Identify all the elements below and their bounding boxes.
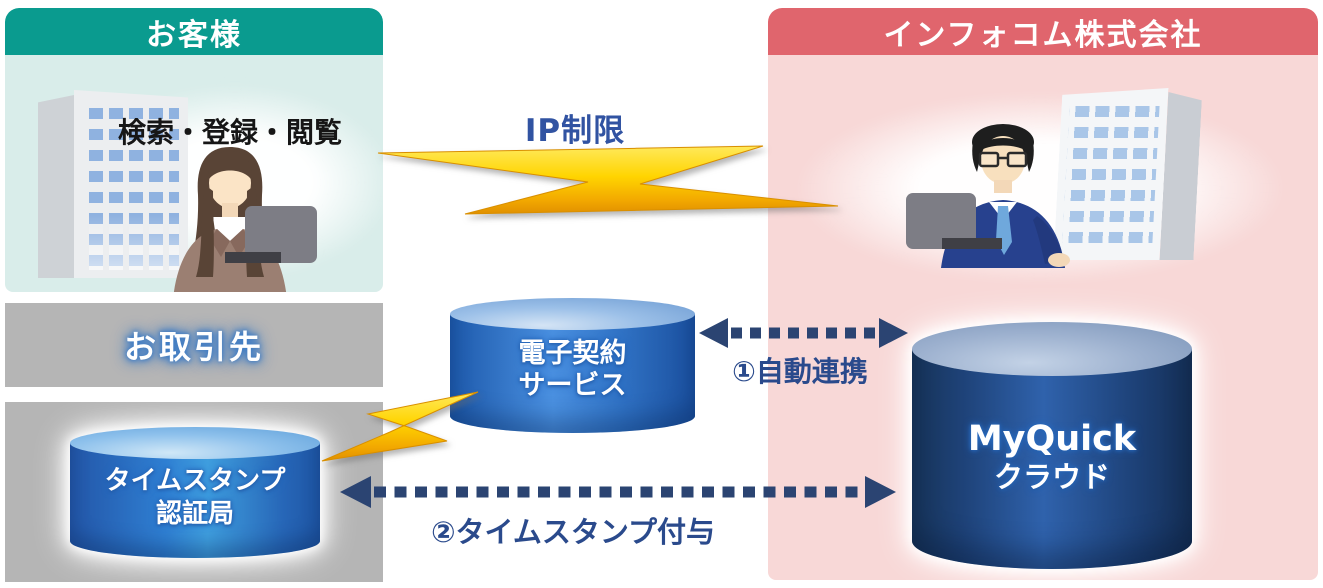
- auto-link-label: ①自動連携: [732, 355, 868, 388]
- myquick-cloud-label: MyQuick クラウド: [967, 419, 1137, 494]
- laptop-keyboard-deck: [942, 238, 1002, 249]
- customer-panel: 検索・登録・閲覧 お客様: [5, 8, 383, 292]
- office-building-icon: [1053, 88, 1202, 260]
- cylinder-body: [912, 349, 1192, 569]
- building-windows: [83, 108, 179, 270]
- building-side-face: [38, 95, 74, 278]
- econtract-service-cylinder: 電子契約 サービス: [450, 298, 695, 433]
- timestamp-authority-cylinder: タイムスタンプ 認証局: [70, 427, 320, 558]
- cylinder-body: [70, 443, 320, 558]
- myquick-cloud-cylinder: MyQuick クラウド: [912, 322, 1192, 569]
- timestamp-authority-label: タイムスタンプ 認証局: [104, 466, 286, 529]
- laptop-icon: [906, 193, 1002, 249]
- cylinder-body: [450, 314, 695, 433]
- infocom-panel-body: MyQuick クラウド: [768, 55, 1318, 580]
- ip-restriction-label: IP制限: [524, 113, 626, 149]
- customer-panel-title: お客様: [146, 17, 242, 53]
- partner-bar-title: お取引先: [123, 328, 264, 366]
- infocom-panel: MyQuick クラウド インフォコム株式会社: [768, 8, 1318, 580]
- laptop-icon: [225, 206, 317, 263]
- customer-panel-header: お客様: [5, 8, 383, 55]
- econtract-service-label: 電子契約 サービス: [518, 338, 627, 401]
- customer-action-text: 検索・登録・閲覧: [117, 116, 342, 149]
- customer-panel-body: 検索・登録・閲覧: [5, 55, 383, 292]
- office-building-icon: [38, 90, 188, 278]
- building-windows: [1062, 106, 1160, 252]
- infocom-panel-header: インフォコム株式会社: [768, 8, 1318, 55]
- timestamp-grant-label: ②タイムスタンプ付与: [430, 515, 716, 549]
- infocom-panel-title: インフォコム株式会社: [883, 17, 1203, 53]
- cylinder-top: [450, 298, 695, 330]
- building-front-face: [74, 90, 188, 278]
- cylinder-top: [912, 322, 1192, 376]
- partner-bar: お取引先: [5, 303, 383, 387]
- laptop-keyboard-deck: [225, 252, 281, 263]
- cylinder-top: [70, 427, 320, 459]
